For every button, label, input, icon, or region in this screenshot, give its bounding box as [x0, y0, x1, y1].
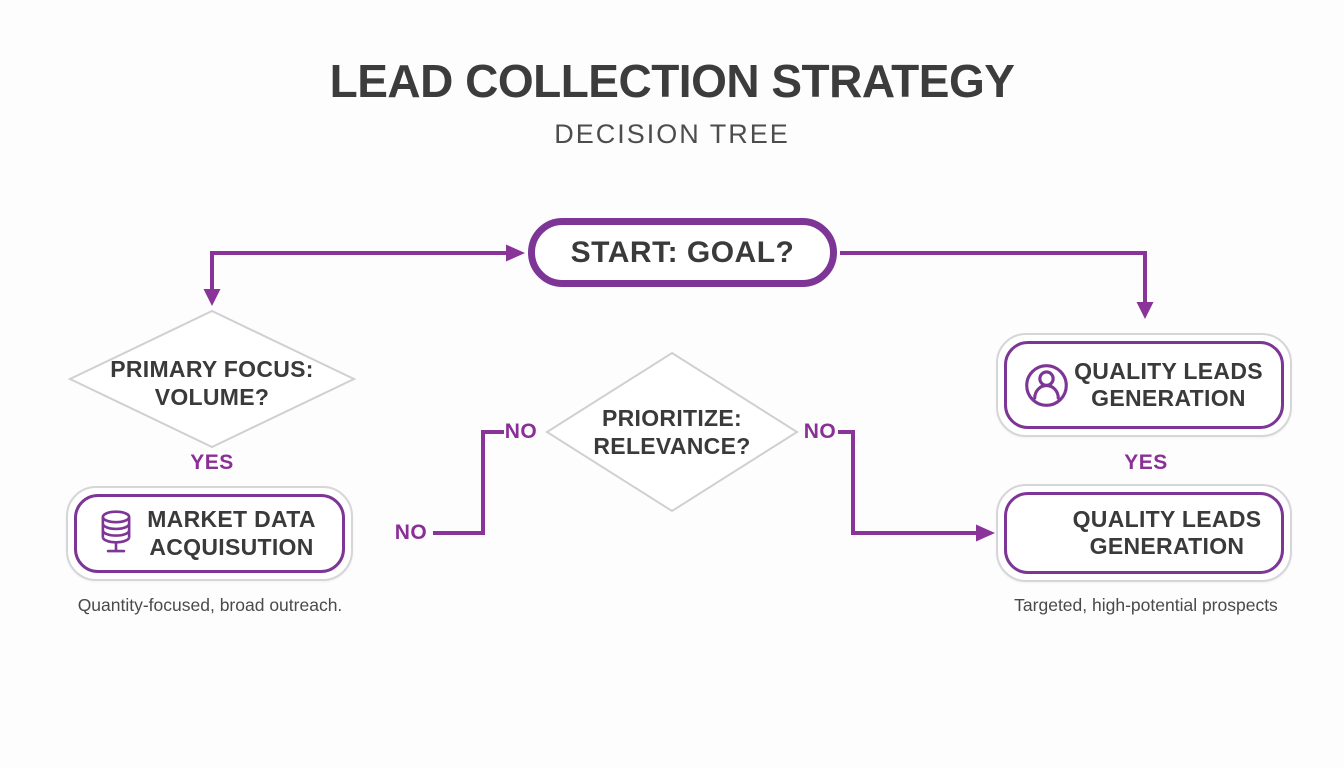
start-label: START: GOAL?: [570, 235, 795, 269]
node-relevance-decision: PRIORITIZE: RELEVANCE?: [547, 404, 797, 460]
relevance-decision-line1: PRIORITIZE:: [601, 405, 743, 431]
connector-start-quality: [840, 251, 1147, 303]
edge-label-no-left-outer: NO: [394, 521, 428, 544]
market-data-label: MARKET DATA ACQUISUTION: [137, 506, 342, 560]
connector-relevance-no-left: [433, 430, 504, 535]
edge-label-volume-yes: YES: [190, 451, 234, 474]
market-data-line1: MARKET DATA: [147, 506, 316, 533]
node-volume-decision: PRIMARY FOCUS: VOLUME?: [70, 355, 354, 411]
connector-start-volume: [210, 251, 508, 290]
market-data-line2: ACQUISUTION: [149, 533, 314, 560]
node-market-data: MARKET DATA ACQUISUTION: [66, 486, 353, 581]
node-quality-leads-bottom: QUALITY LEADS GENERATION: [996, 484, 1292, 582]
quality-leads-top-line1: QUALITY LEADS: [1074, 357, 1263, 384]
volume-decision-line2: VOLUME?: [154, 384, 270, 411]
arrowhead-into-volume-decision: [203, 289, 221, 306]
edge-label-quality-yes: YES: [1124, 451, 1168, 474]
caption-market-data: Quantity-focused, broad outreach.: [77, 595, 343, 615]
quality-leads-bottom-inner: QUALITY LEADS GENERATION: [1004, 492, 1284, 574]
diamond-relevance-shape: [545, 351, 799, 513]
arrowhead-into-quality-top: [1136, 302, 1154, 319]
quality-leads-bottom-label: QUALITY LEADS GENERATION: [1007, 506, 1281, 560]
user-circle-icon: [1023, 362, 1070, 409]
quality-leads-bottom-line1: QUALITY LEADS: [1072, 505, 1262, 532]
node-start: START: GOAL?: [528, 218, 837, 287]
database-icon: [95, 508, 137, 560]
diagram-subtitle: DECISION TREE: [554, 119, 790, 149]
diamond-volume-shape: [67, 309, 357, 449]
quality-leads-bottom-line2: GENERATION: [1089, 533, 1245, 559]
relevance-decision-line2: RELEVANCE?: [593, 433, 751, 460]
quality-leads-top-label: QUALITY LEADS GENERATION: [1070, 358, 1281, 412]
quality-leads-top-line2: GENERATION: [1091, 385, 1246, 411]
market-data-inner: MARKET DATA ACQUISUTION: [74, 494, 345, 573]
edge-label-no-right: NO: [803, 420, 837, 443]
quality-leads-top-inner: QUALITY LEADS GENERATION: [1004, 341, 1284, 429]
arrowhead-into-start: [506, 244, 525, 262]
caption-quality-leads: Targeted, high-potential prospects: [1014, 595, 1278, 615]
edge-label-no-left-inner: NO: [504, 420, 538, 443]
diagram-title: LEAD COLLECTION STRATEGY: [329, 55, 1015, 107]
node-quality-leads-top: QUALITY LEADS GENERATION: [996, 333, 1292, 437]
connector-relevance-no-right: [838, 430, 977, 535]
arrowhead-into-quality-bottom: [976, 524, 995, 542]
volume-decision-line1: PRIMARY FOCUS:: [110, 356, 314, 382]
